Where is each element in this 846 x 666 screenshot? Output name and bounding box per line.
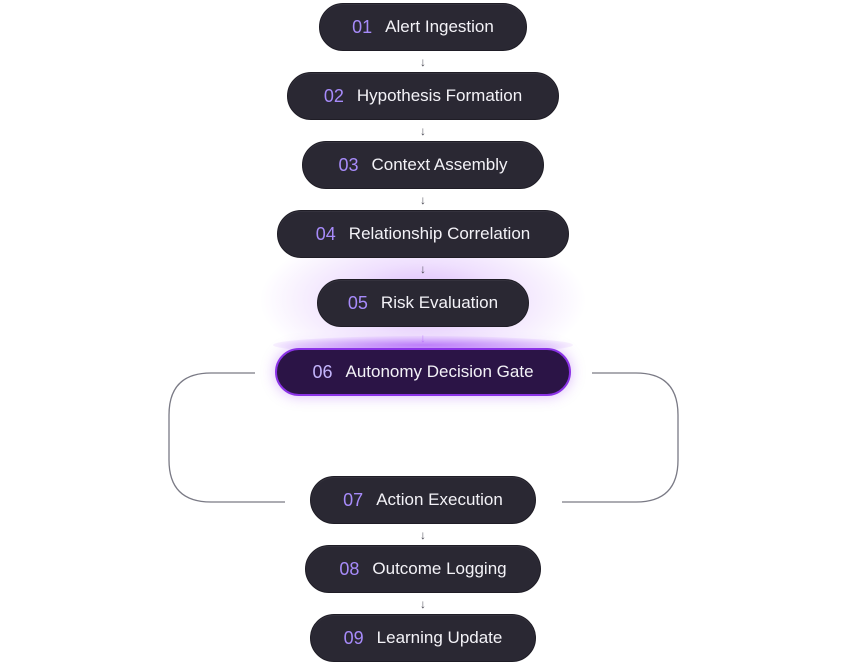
step-relationship-correlation: 04 Relationship Correlation (277, 210, 569, 258)
down-arrow-icon: ↓ (420, 597, 426, 611)
step-context-assembly: 03 Context Assembly (302, 141, 544, 189)
step-number: 02 (323, 85, 344, 106)
step-label: Alert Ingestion (385, 17, 494, 36)
step-number: 01 (352, 16, 373, 37)
step-label: Action Execution (376, 490, 503, 509)
down-arrow-icon: ↓ (420, 193, 426, 207)
step-learning-update: 09 Learning Update (310, 614, 536, 662)
down-arrow-icon: ↓ (420, 528, 426, 542)
down-arrow-icon: ↓ (420, 124, 426, 138)
step-outcome-logging: 08 Outcome Logging (305, 545, 541, 593)
step-number: 09 (343, 627, 364, 648)
step-label: Outcome Logging (372, 559, 507, 578)
step-number: 06 (312, 361, 333, 382)
step-autonomy-decision-gate: 06 Autonomy Decision Gate (275, 348, 571, 396)
left-branch-connector (168, 372, 285, 503)
step-action-execution: 07 Action Execution (310, 476, 536, 524)
down-arrow-icon: ↓ (420, 331, 426, 345)
step-label: Risk Evaluation (380, 293, 499, 312)
step-number: 05 (347, 292, 368, 313)
down-arrow-icon: ↓ (420, 262, 426, 276)
step-number: 08 (339, 558, 360, 579)
step-label: Hypothesis Formation (356, 86, 523, 105)
step-label: Autonomy Decision Gate (345, 362, 534, 381)
down-arrow-icon: ↓ (420, 55, 426, 69)
step-hypothesis-formation: 02 Hypothesis Formation (287, 72, 559, 120)
step-label: Relationship Correlation (348, 224, 531, 243)
step-alert-ingestion: 01 Alert Ingestion (319, 3, 527, 51)
step-risk-evaluation: 05 Risk Evaluation (317, 279, 529, 327)
step-number: 07 (343, 489, 364, 510)
step-label: Context Assembly (371, 155, 508, 174)
right-branch-connector (562, 372, 679, 503)
step-number: 03 (338, 154, 359, 175)
step-label: Learning Update (376, 628, 503, 647)
step-number: 04 (315, 223, 336, 244)
